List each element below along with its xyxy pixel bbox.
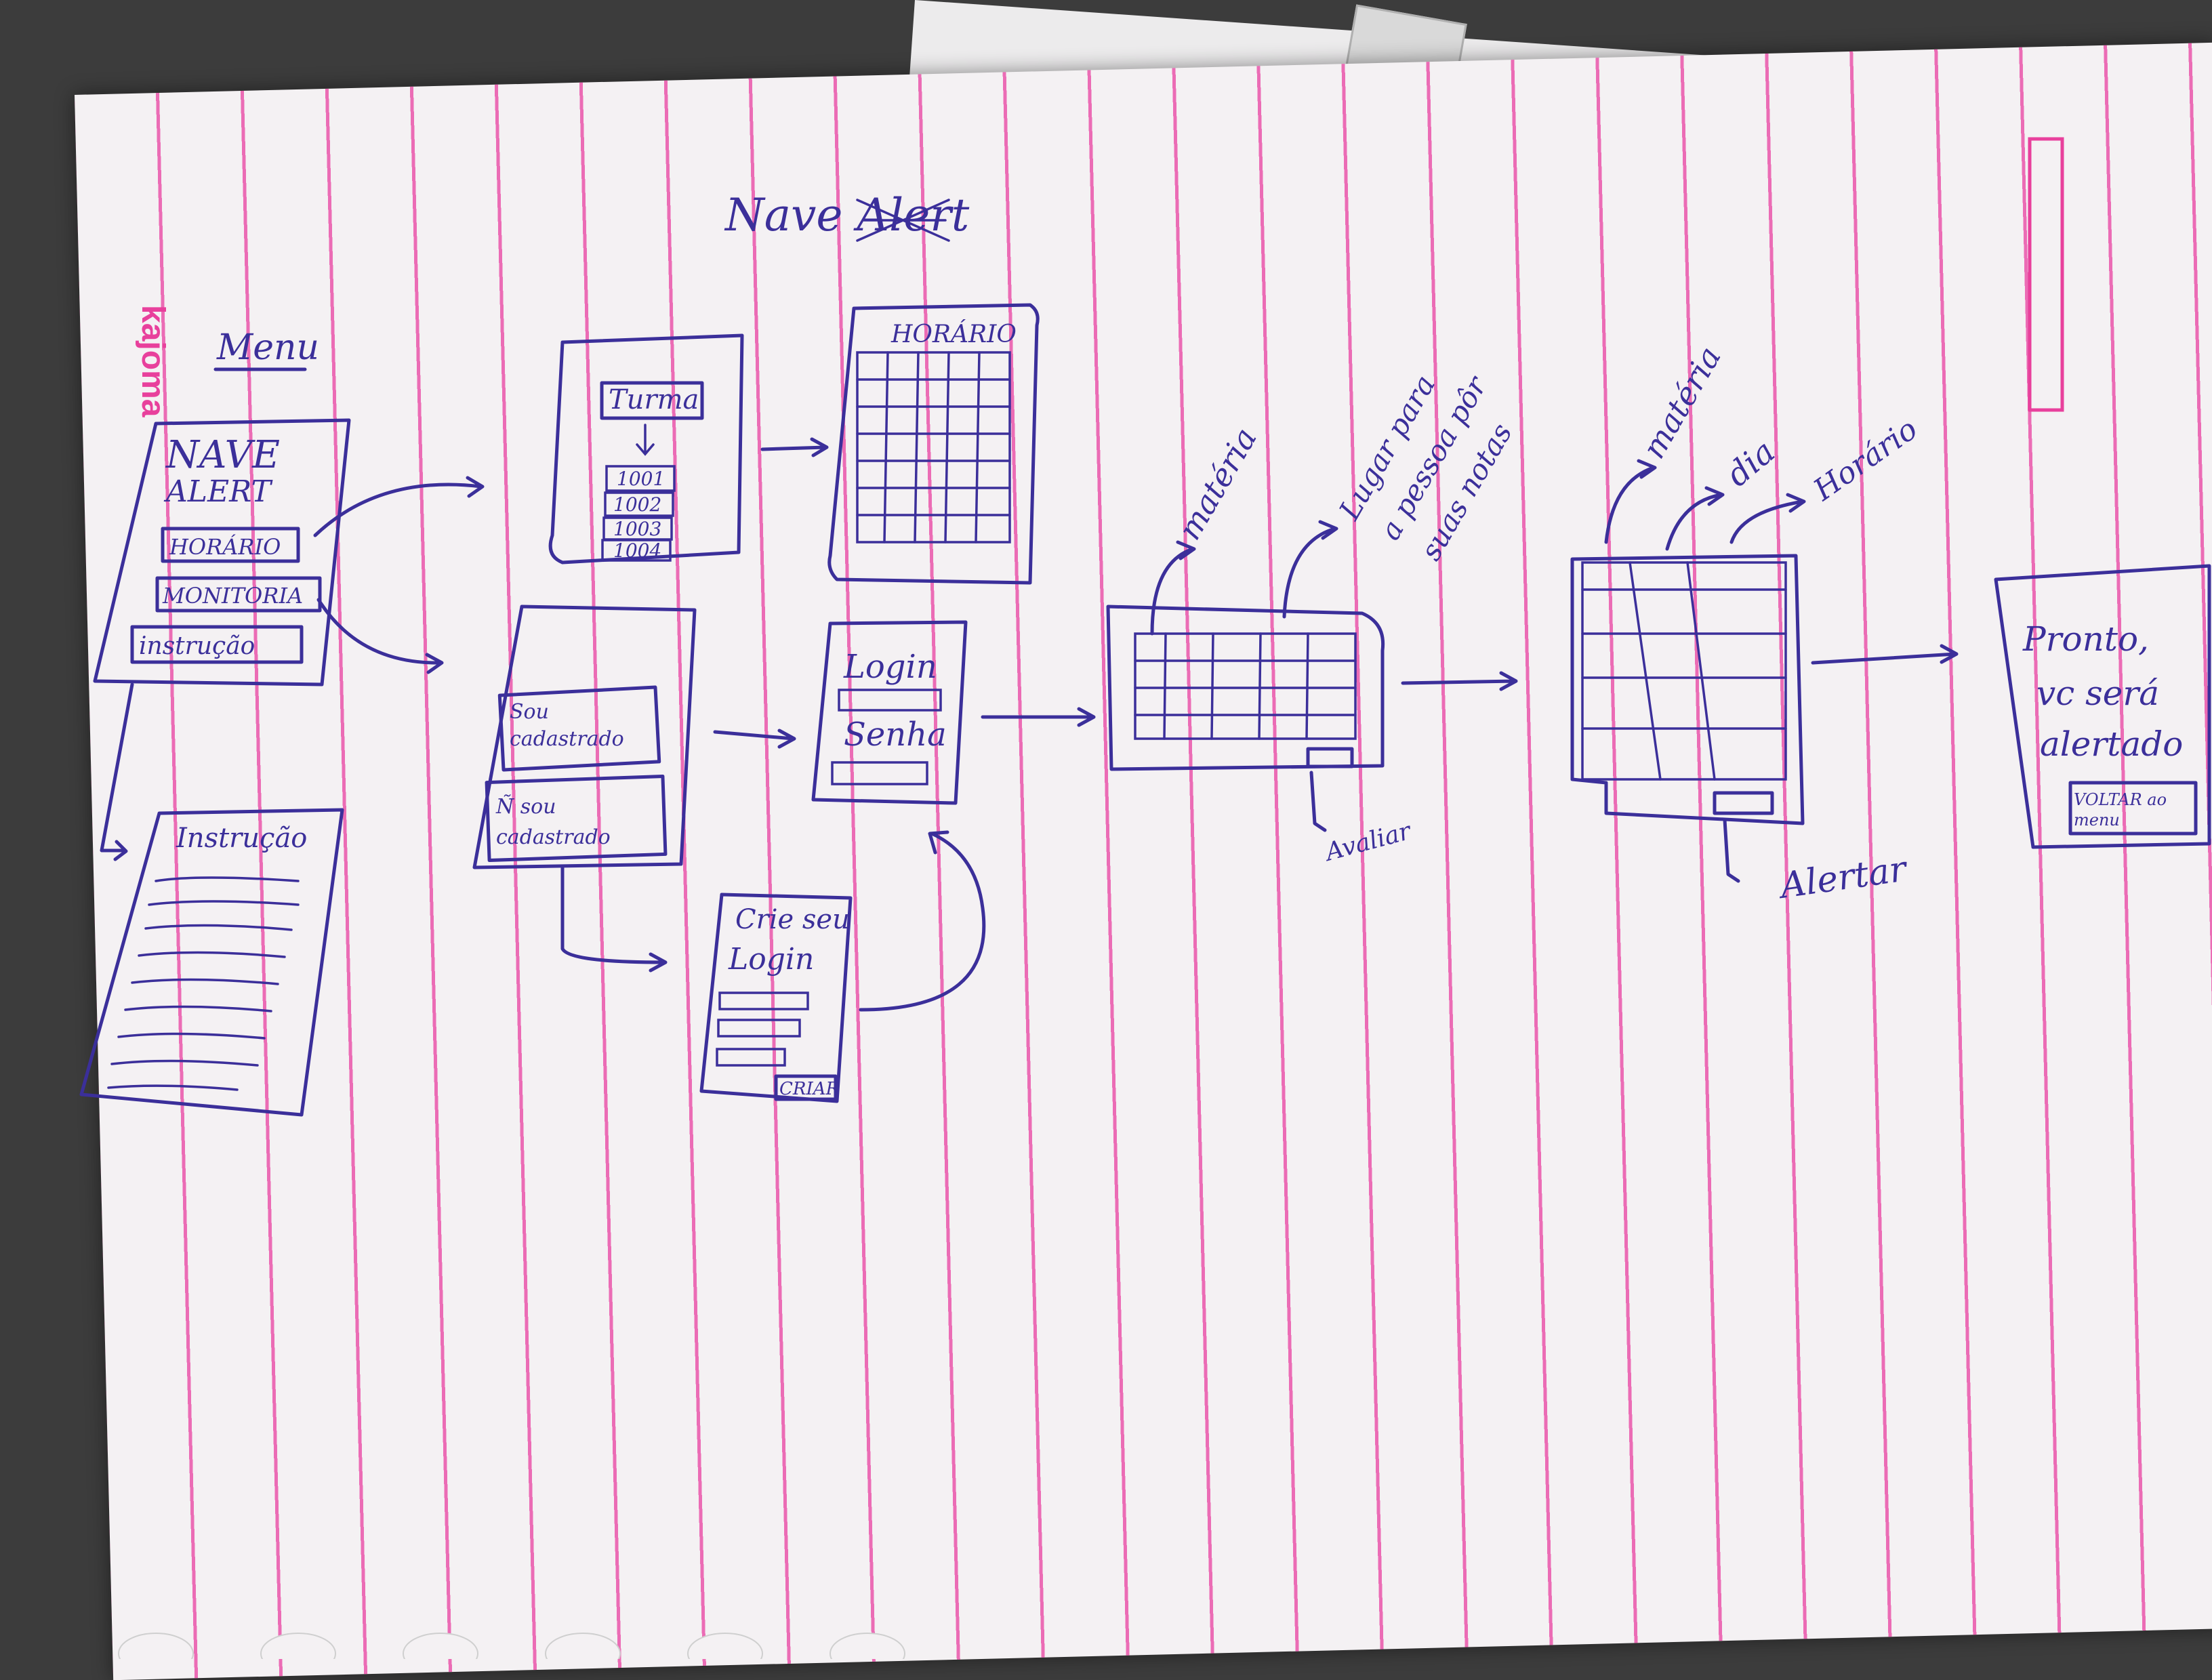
login-screen: Login Senha	[811, 620, 968, 805]
turma-option-1002-label: 1002	[613, 493, 661, 516]
turma-dropdown-label: Turma	[609, 384, 699, 415]
done-message-line1: Pronto,	[2022, 619, 2149, 659]
annotation-horario: Horário	[1807, 412, 1923, 508]
menu-screen: NAVE ALERT HORÁRIO MONITORIA instrução	[93, 418, 351, 687]
arrow-login-to-grades	[981, 707, 1096, 727]
arrow-cadastro-to-create	[560, 865, 668, 972]
callout-notas	[1282, 520, 1338, 619]
voltar-button[interactable]	[2068, 781, 2198, 836]
turma-dropdown[interactable]	[600, 381, 704, 420]
create-input-3[interactable]	[716, 1048, 786, 1067]
spiral-binding	[118, 1633, 905, 1659]
criar-button-label: CRIAR	[779, 1079, 839, 1099]
arrow-horario	[313, 476, 485, 537]
menu-heading: Menu	[216, 327, 319, 368]
create-input-2[interactable]	[717, 1019, 801, 1038]
create-login-title-1: Crie seu	[735, 904, 850, 935]
app-name-line2: ALERT	[163, 474, 273, 509]
instrucao-button-label: instrução	[139, 632, 255, 660]
turma-option-1001[interactable]	[605, 465, 676, 492]
nao-cadastrado-button[interactable]	[485, 774, 668, 863]
senha-label: Senha	[844, 716, 947, 754]
avaliar-button[interactable]	[1306, 747, 1354, 769]
turma-option-1003-label: 1003	[613, 518, 661, 540]
turma-screen: Turma 1001 1002 1003 1004	[548, 333, 744, 565]
instrucao-title: Instrução	[176, 823, 307, 854]
login-input[interactable]	[838, 689, 942, 712]
turma-option-1004[interactable]	[601, 539, 672, 562]
callout-materia-2	[1604, 459, 1657, 544]
annotation-avaliar: Avaliar	[1321, 817, 1415, 867]
monitoria-button[interactable]	[155, 576, 322, 613]
arrow-grades-to-alert	[1401, 671, 1518, 691]
create-login-title-2: Login	[728, 942, 814, 977]
horario-button-label: HORÁRIO	[169, 534, 281, 560]
grade-table-lines	[1134, 632, 1357, 740]
horario-grid	[856, 351, 1011, 544]
arrow-cadastro-to-login	[713, 729, 796, 749]
turma-option-1001-label: 1001	[617, 468, 665, 490]
done-message-line2: vc será	[2036, 674, 2159, 713]
create-login-screen: Crie seu Login CRIAR	[699, 893, 853, 1103]
arrow-turma-to-horario	[760, 437, 829, 457]
instrucao-button[interactable]	[130, 625, 304, 664]
grade-table	[1134, 632, 1357, 740]
monitoria-button-label: MONITORIA	[162, 583, 303, 609]
annotation-alertar: Alertar	[1775, 848, 1910, 907]
login-label: Login	[843, 648, 937, 686]
alert-table-lines	[1581, 561, 1787, 781]
annotation-dia: dia	[1719, 432, 1782, 494]
horario-screen: HORÁRIO	[827, 303, 1040, 585]
arrow-alert-to-done	[1811, 644, 1959, 665]
arrow-instrucao	[100, 682, 134, 861]
turma-option-1002[interactable]	[604, 491, 674, 517]
callout-dia	[1665, 486, 1725, 551]
alert-screen	[1570, 554, 1805, 825]
annotation-materia-2: matéria	[1635, 340, 1728, 465]
turma-option-1004-label: 1004	[613, 539, 661, 562]
brand-name: kajoma	[135, 305, 171, 417]
criar-button[interactable]	[774, 1074, 838, 1101]
alert-table	[1581, 561, 1787, 781]
instruction-text-lines	[107, 876, 300, 1091]
arrow-create-to-login	[859, 830, 986, 1012]
create-input-1[interactable]	[718, 991, 809, 1010]
grade-screen	[1106, 605, 1385, 771]
senha-input[interactable]	[831, 761, 928, 785]
arrow-monitoria	[316, 598, 444, 674]
callout-horario	[1729, 493, 1806, 544]
instrucao-screen: Instrução	[79, 808, 344, 1117]
callout-avaliar	[1309, 771, 1327, 832]
done-message-line3: alertado	[2040, 724, 2183, 764]
callout-alertar	[1723, 818, 1740, 883]
callout-materia-1	[1150, 540, 1196, 636]
annotation-materia-1: matéria	[1171, 422, 1264, 546]
sou-cadastrado-button[interactable]	[497, 685, 661, 772]
horario-grid-lines	[856, 351, 1011, 544]
dropdown-down-arrow	[636, 424, 655, 456]
alertar-button[interactable]	[1713, 791, 1774, 815]
horario-button[interactable]	[161, 527, 300, 563]
horario-title: HORÁRIO	[890, 320, 1017, 348]
app-name-line1: NAVE	[165, 433, 280, 477]
crossed-out-word	[856, 199, 950, 242]
index-tabs	[2028, 137, 2064, 412]
